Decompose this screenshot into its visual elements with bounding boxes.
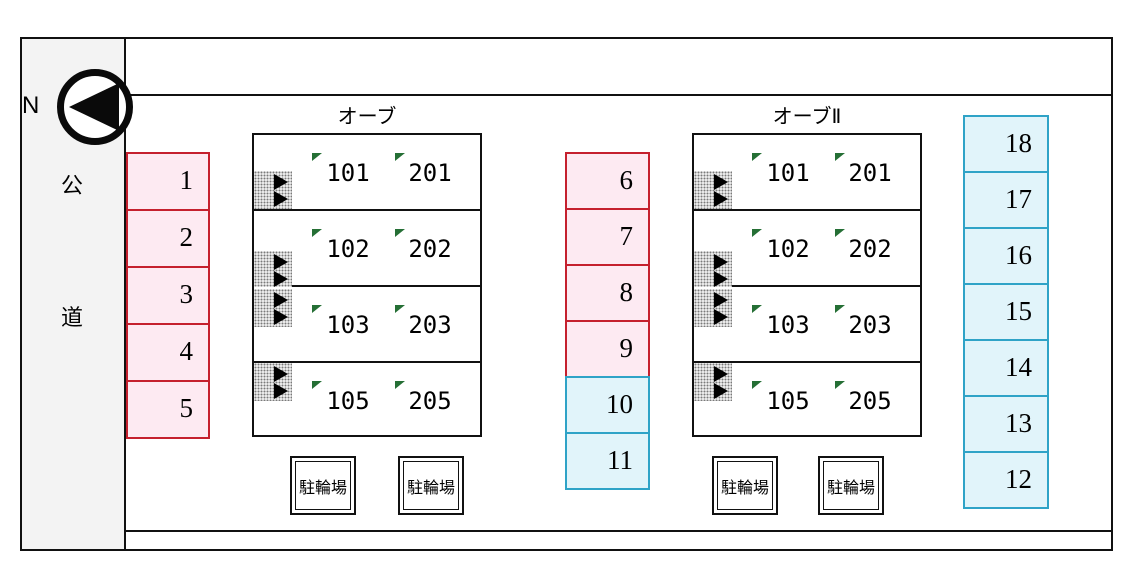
room-number: 101 [766, 159, 810, 187]
building-1-wall-1 [254, 209, 480, 211]
green-corner-mark-icon [752, 229, 762, 237]
parking-space-15: 15 [963, 283, 1049, 341]
room-number: 202 [848, 235, 892, 263]
building-1-wall-3 [254, 361, 480, 363]
parking-space-7: 7 [565, 208, 650, 266]
bicycle-parking-box: 駐輪場 [712, 456, 778, 515]
room-number: 201 [408, 159, 452, 187]
entrance-door-icon [254, 251, 292, 287]
green-corner-mark-icon [752, 305, 762, 313]
bicycle-parking-label: 駐輪場 [823, 461, 879, 510]
room-number: 105 [766, 387, 810, 415]
green-corner-mark-icon [395, 229, 405, 237]
entrance-door-icon [254, 363, 292, 401]
bicycle-parking-label: 駐輪場 [295, 461, 351, 510]
parking-space-16: 16 [963, 227, 1049, 285]
entrance-door-icon [694, 171, 732, 209]
bottom-road-line [126, 530, 1111, 532]
building-2-title: オーブⅡ [772, 106, 842, 128]
room-number: 102 [326, 235, 370, 263]
parking-space-3: 3 [126, 266, 210, 325]
parking-space-8: 8 [565, 264, 650, 322]
entrance-door-icon [694, 251, 732, 287]
green-corner-mark-icon [752, 153, 762, 161]
room-number: 102 [766, 235, 810, 263]
green-corner-mark-icon [835, 305, 845, 313]
green-corner-mark-icon [395, 305, 405, 313]
green-corner-mark-icon [395, 381, 405, 389]
parking-space-12: 12 [963, 451, 1049, 509]
parking-space-17: 17 [963, 171, 1049, 229]
entrance-door-icon [254, 171, 292, 209]
room-number: 205 [408, 387, 452, 415]
parking-space-1: 1 [126, 152, 210, 211]
bicycle-parking-box: 駐輪場 [290, 456, 356, 515]
entrance-door-icon [254, 289, 292, 327]
green-corner-mark-icon [312, 153, 322, 161]
parking-space-18: 18 [963, 115, 1049, 173]
road-label-kou: 公 [60, 173, 83, 198]
room-number: 101 [326, 159, 370, 187]
road-label-dou: 道 [60, 305, 83, 330]
entrance-door-icon [694, 289, 732, 327]
room-number: 205 [848, 387, 892, 415]
top-road-line [126, 94, 1111, 96]
bicycle-parking-label: 駐輪場 [717, 461, 773, 510]
room-number: 105 [326, 387, 370, 415]
green-corner-mark-icon [312, 305, 322, 313]
parking-space-6: 6 [565, 152, 650, 210]
building-1: 101 201 102 202 103 203 105 205 [252, 133, 482, 437]
bicycle-parking-label: 駐輪場 [403, 461, 459, 510]
building-2-wall-1 [694, 209, 920, 211]
parking-space-9: 9 [565, 320, 650, 378]
building-1-wall-2 [254, 285, 480, 287]
room-number: 203 [408, 311, 452, 339]
room-number: 103 [766, 311, 810, 339]
bicycle-parking-box: 駐輪場 [818, 456, 884, 515]
room-number: 201 [848, 159, 892, 187]
green-corner-mark-icon [835, 153, 845, 161]
parking-space-10: 10 [565, 376, 650, 434]
north-arrow-icon [69, 83, 119, 131]
green-corner-mark-icon [312, 381, 322, 389]
north-label: N [22, 92, 40, 119]
parking-space-14: 14 [963, 339, 1049, 397]
parking-space-2: 2 [126, 209, 210, 268]
room-number: 203 [848, 311, 892, 339]
parking-space-4: 4 [126, 323, 210, 382]
green-corner-mark-icon [835, 381, 845, 389]
building-2: 101 201 102 202 103 203 105 205 [692, 133, 922, 437]
green-corner-mark-icon [395, 153, 405, 161]
parking-space-5: 5 [126, 380, 210, 439]
room-number: 103 [326, 311, 370, 339]
entrance-door-icon [694, 363, 732, 401]
parking-space-13: 13 [963, 395, 1049, 453]
building-1-title: オーブ [337, 106, 397, 128]
green-corner-mark-icon [752, 381, 762, 389]
north-compass-icon [57, 69, 133, 145]
building-2-wall-2 [694, 285, 920, 287]
green-corner-mark-icon [835, 229, 845, 237]
parking-space-11: 11 [565, 432, 650, 490]
room-number: 202 [408, 235, 452, 263]
bicycle-parking-box: 駐輪場 [398, 456, 464, 515]
building-2-wall-3 [694, 361, 920, 363]
green-corner-mark-icon [312, 229, 322, 237]
